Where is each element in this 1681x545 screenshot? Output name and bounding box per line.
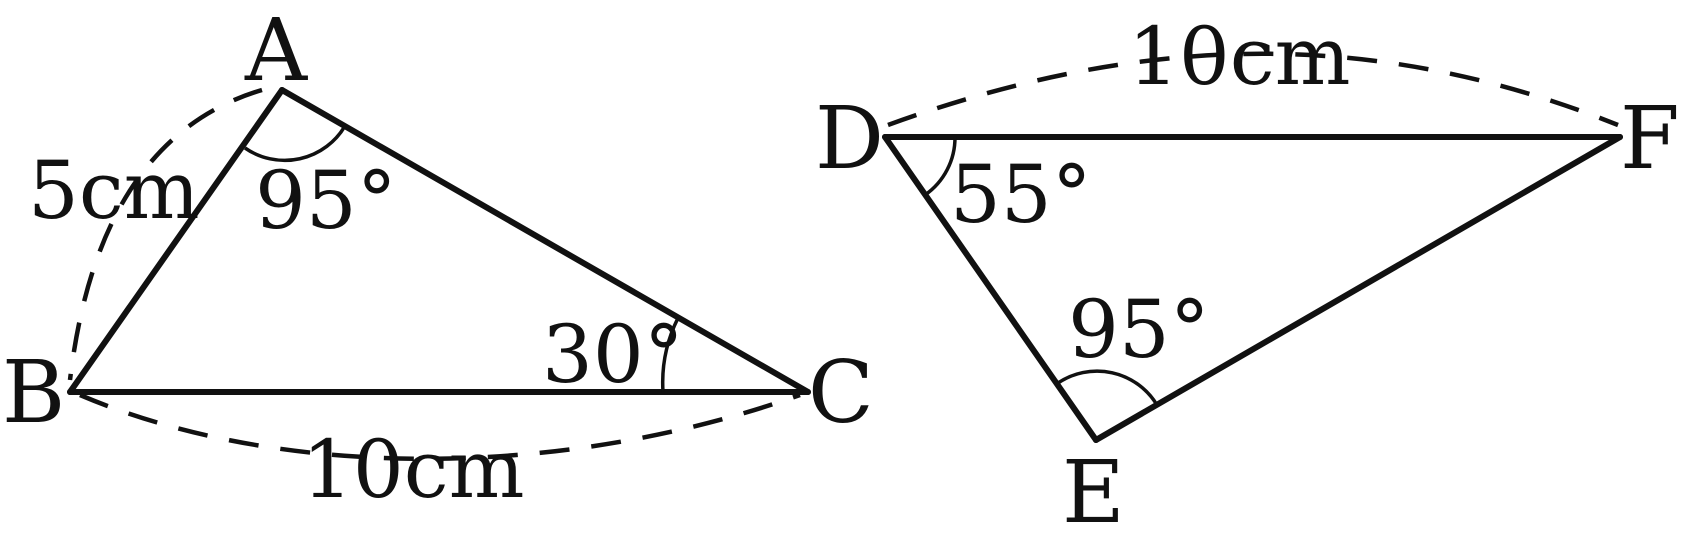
- side-ab-length-label: 5cm: [28, 144, 200, 237]
- side-bc-length-arc: [79, 392, 801, 461]
- triangle-def: D E F 55° 95° 10cm: [815, 10, 1680, 543]
- vertex-label-c: C: [808, 343, 874, 443]
- side-bc-length-label: 10cm: [302, 423, 524, 516]
- side-de: [882, 134, 1099, 443]
- angle-d-label: 55°: [950, 148, 1092, 241]
- angle-d-arc: [923, 136, 957, 197]
- angle-e-arc: [1057, 369, 1159, 406]
- angle-e-label: 95°: [1068, 283, 1210, 376]
- angle-c-label: 30°: [542, 308, 684, 401]
- angle-a-label: 95°: [255, 154, 397, 247]
- vertex-label-d: D: [815, 89, 884, 189]
- angle-a-arc: [244, 125, 347, 163]
- side-ab: [67, 87, 285, 395]
- vertex-label-a: A: [244, 1, 308, 101]
- vertex-label-f: F: [1620, 89, 1680, 189]
- side-df-length-label: 10cm: [1128, 10, 1350, 103]
- side-ac: [279, 87, 811, 395]
- side-df-length-arc: [887, 51, 1619, 128]
- triangle-abc: A B C 95° 30° 5cm 10cm: [2, 1, 874, 516]
- vertex-label-e: E: [1062, 443, 1125, 543]
- side-ab-length-arc: [67, 87, 263, 381]
- vertex-label-b: B: [2, 343, 65, 443]
- side-ef: [1093, 134, 1623, 443]
- angle-c-arc: [660, 317, 680, 393]
